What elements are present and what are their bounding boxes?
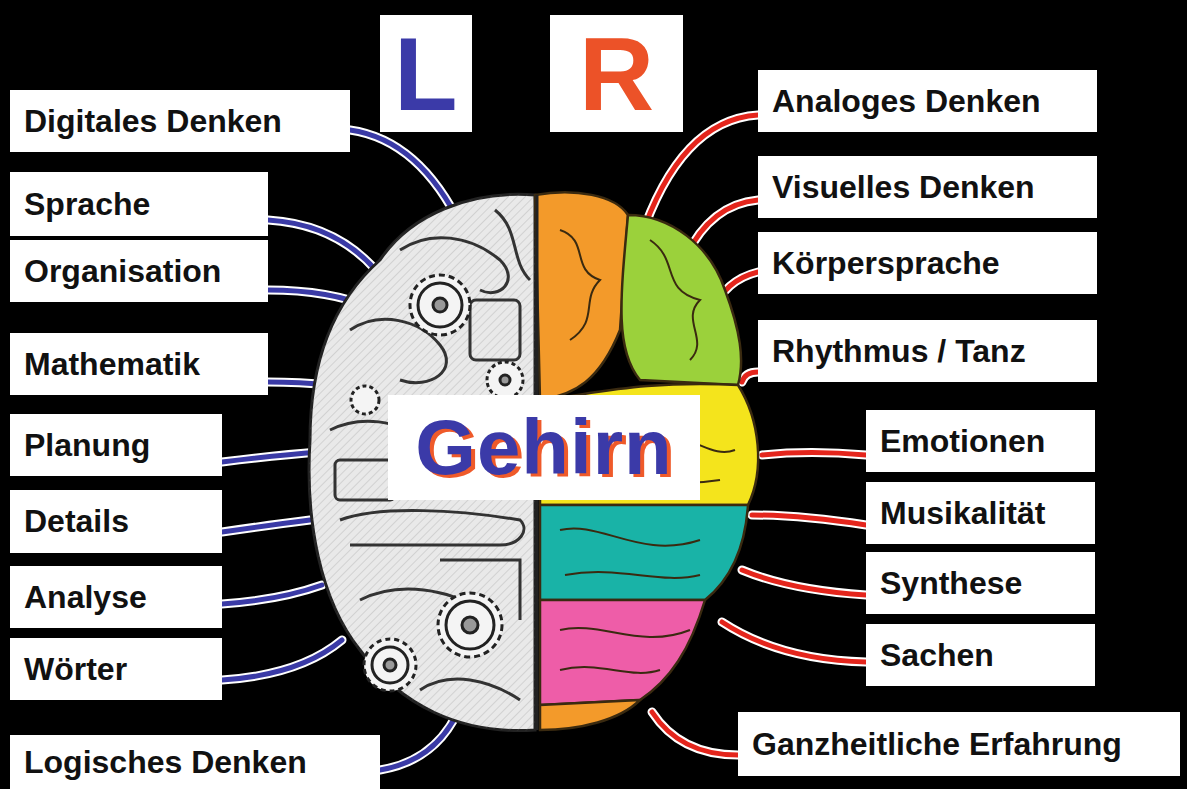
function-label: Synthese [866,552,1095,614]
letter-text: R [579,22,654,126]
label-text: Sprache [24,186,150,223]
label-text: Körpersprache [772,245,1000,282]
function-label: Analyse [10,566,222,628]
function-label: Analoges Denken [758,70,1097,132]
function-label: Organisation [10,240,268,302]
label-text: Mathematik [24,346,200,383]
label-text: Planung [24,427,150,464]
function-label: Ganzheitliche Erfahrung [738,712,1180,776]
function-label: Körpersprache [758,232,1097,294]
function-label: Visuelles Denken [758,156,1097,218]
label-text: Analyse [24,579,147,616]
label-text: Visuelles Denken [772,169,1035,206]
letter-text: L [394,22,458,126]
label-text: Gehirn [415,402,672,493]
label-text: Musikalität [880,495,1045,532]
function-label: Logisches Denken [10,735,380,789]
function-label: Digitales Denken [10,90,350,152]
function-label: Wörter [10,638,222,700]
function-label: Rhythmus / Tanz [758,320,1097,382]
label-text: Digitales Denken [24,103,282,140]
label-text: Organisation [24,253,221,290]
hemisphere-letter: L [380,15,472,132]
function-label: Sachen [866,624,1095,686]
function-label: Sprache [10,172,268,236]
label-text: Details [24,503,129,540]
function-label: Planung [10,414,222,476]
label-text: Wörter [24,651,127,688]
label-text: Ganzheitliche Erfahrung [752,726,1122,763]
label-text: Sachen [880,637,994,674]
title-box: Gehirn [388,395,700,500]
label-text: Analoges Denken [772,83,1041,120]
hemisphere-letter: R [550,15,683,132]
function-label: Emotionen [866,410,1095,472]
function-label: Musikalität [866,482,1095,544]
function-label: Details [10,490,222,553]
label-text: Synthese [880,565,1022,602]
label-text: Emotionen [880,423,1045,460]
function-label: Mathematik [10,333,268,395]
label-text: Rhythmus / Tanz [772,333,1026,370]
label-text: Logisches Denken [24,744,307,781]
